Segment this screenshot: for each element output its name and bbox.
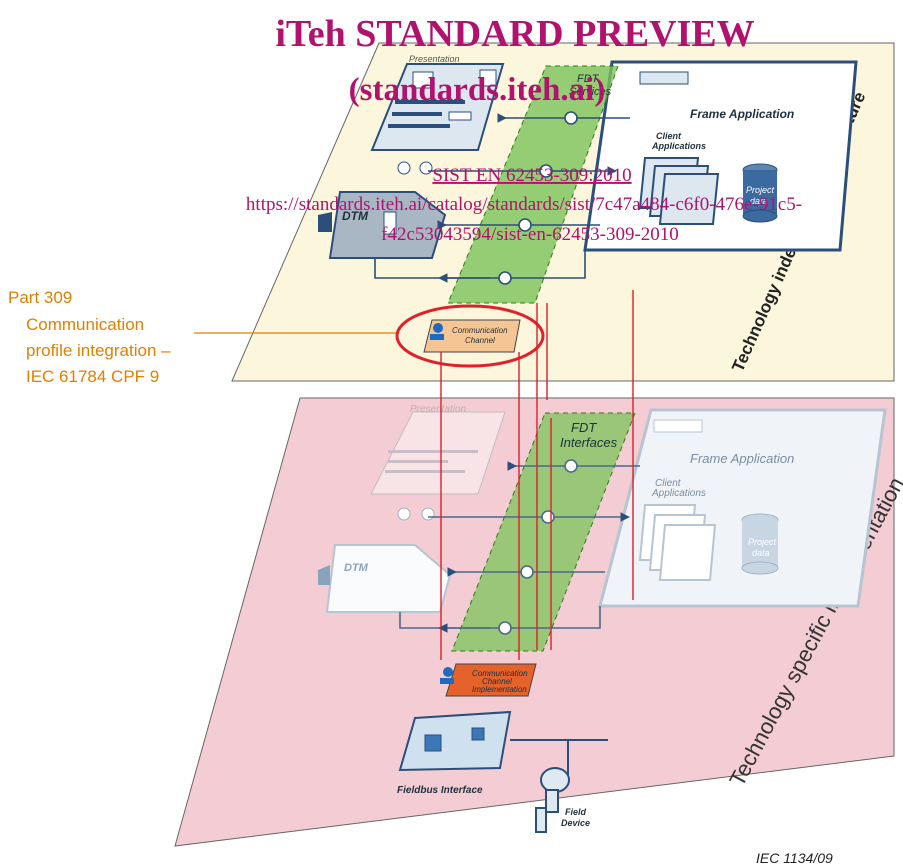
- lower-presentation-label: Presentation: [410, 404, 467, 415]
- upper-client-apps-label-1: Client: [656, 131, 682, 141]
- fdt-interfaces-band: [451, 412, 636, 652]
- communication-channel-implementation: Communication Channel Implementation: [440, 663, 537, 697]
- lower-project-data-label-2: data: [752, 548, 770, 558]
- lower-presentation-window: Presentation: [370, 404, 506, 495]
- lower-project-data-label-1: Project: [748, 537, 777, 547]
- comm-impl-label-1: Communication: [472, 669, 528, 678]
- fieldbus-interface-card: Fieldbus Interface: [397, 710, 608, 796]
- upper-service-connectors: [374, 111, 630, 285]
- callout-line2: profile integration –: [26, 341, 171, 360]
- callout-line1: Communication: [26, 315, 144, 334]
- upper-client-apps-label-2: Applications: [651, 141, 706, 151]
- lower-frame-application-label: Frame Application: [690, 451, 794, 466]
- comm-impl-label-2: Channel: [482, 677, 512, 686]
- lower-frame-application: Frame Application Client Applications Pr…: [598, 408, 887, 608]
- upper-dtm-block: DTM: [318, 191, 447, 259]
- comm-impl-plug-icon: [440, 667, 454, 684]
- field-device-label-1: Field: [565, 807, 587, 817]
- upper-presentation-label: Presentation: [409, 54, 460, 64]
- watermark-subtitle: (standards.iteh.ai): [349, 72, 606, 108]
- watermark: iTeh STANDARD PREVIEW (standards.iteh.ai…: [246, 13, 802, 245]
- callout-line3: IEC 61784 CPF 9: [26, 367, 159, 386]
- upper-dtm-label: DTM: [342, 209, 369, 223]
- watermark-url-line2: f42c53043594/sist-en-62453-309-2010: [381, 224, 679, 245]
- fdt-services-label-2: Services: [569, 86, 612, 98]
- fdt-services-band: [447, 65, 619, 304]
- upper-frame-application: Frame Application Client Applications Pr…: [583, 60, 858, 252]
- watermark-url-line1: https://standards.iteh.ai/catalog/standa…: [246, 194, 802, 215]
- comm-channel-label-1: Communication: [452, 326, 508, 335]
- comm-channel-plug-icon: [430, 323, 444, 340]
- upper-frame-application-label: Frame Application: [690, 107, 794, 121]
- lower-interface-connectors: [399, 459, 640, 635]
- fieldbus-interface-label: Fieldbus Interface: [397, 785, 483, 796]
- callout-part: Part 309: [8, 288, 72, 307]
- part-309-callout: Part 309 Communication profile integrati…: [8, 288, 171, 386]
- field-device-icon: Field Device: [535, 767, 590, 833]
- lower-client-apps-label-1: Client: [655, 478, 682, 489]
- watermark-title: iTeh STANDARD PREVIEW: [275, 13, 754, 55]
- watermark-doc-id: SIST EN 62453-309:2010: [432, 165, 631, 186]
- lower-client-apps-label-2: Applications: [651, 488, 706, 499]
- fdt-services-label-1: FDT: [577, 73, 600, 85]
- fdt-interfaces-label-2: Interfaces: [560, 435, 618, 450]
- highlight-ellipse: [395, 304, 545, 368]
- fdt-interfaces-label-1: FDT: [571, 420, 597, 435]
- lower-dtm-label: DTM: [344, 562, 369, 574]
- figure-reference: IEC 1134/09: [756, 850, 833, 866]
- communication-channel: Communication Channel: [423, 319, 521, 353]
- comm-impl-label-3: Implementation: [472, 685, 527, 694]
- upper-presentation-window: Presentation: [370, 54, 505, 175]
- field-device-label-2: Device: [561, 818, 590, 828]
- upper-project-data-label-2: data: [750, 196, 768, 206]
- plane-link-lines: [440, 290, 634, 660]
- comm-channel-label-2: Channel: [465, 336, 495, 345]
- upper-project-data-label-1: Project: [746, 185, 775, 195]
- lower-dtm-block: DTM: [318, 507, 452, 613]
